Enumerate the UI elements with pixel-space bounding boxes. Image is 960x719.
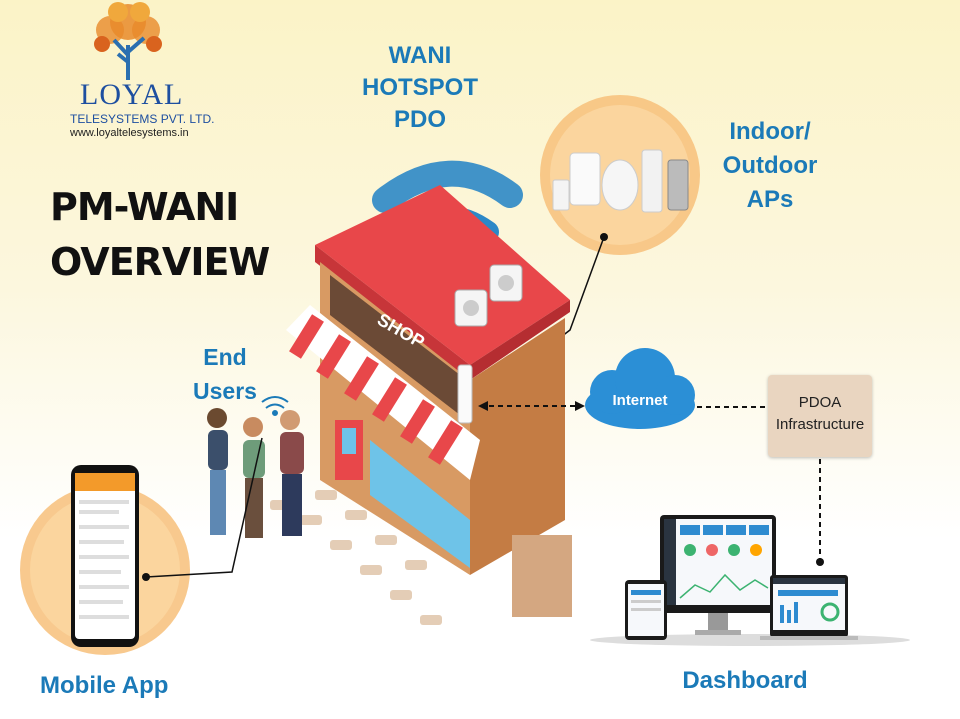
page-title-line-1: PM-WANI <box>50 185 239 229</box>
internet-label: Internet <box>612 392 668 409</box>
wani-hotspot-label: WANI HOTSPOT PDO <box>355 40 485 136</box>
brand-subtitle: TELESYSTEMS PVT. LTD. <box>70 112 215 126</box>
shop-roof <box>315 185 570 365</box>
pdoa-label-line: PDOA <box>798 394 842 411</box>
internet-cloud-icon <box>585 348 695 429</box>
access-point-devices-icon <box>552 149 689 213</box>
user-wifi-icon <box>261 396 289 416</box>
dashboard-devices-icon <box>590 515 910 646</box>
wani-hotspot-label-line: PDO <box>393 106 446 133</box>
end-users-group <box>207 408 304 538</box>
access-points-label-line: Outdoor APs <box>722 152 818 213</box>
shop-side-wall <box>470 318 565 575</box>
access-points-label-line: Indoor/ <box>729 118 811 145</box>
end-users-label-line: Users <box>193 378 257 404</box>
shop-window <box>370 440 470 568</box>
wani-hotspot-label-line: WANI <box>388 42 452 69</box>
end-users-label: End Users <box>190 340 260 408</box>
pdoa-label: PDOA Infrastructure <box>768 392 872 436</box>
shop-building <box>286 185 572 617</box>
access-points-label: Indoor/ Outdoor APs <box>700 115 840 217</box>
dashboard-label: Dashboard <box>682 667 808 694</box>
pdoa-box <box>768 375 872 457</box>
brand-url: www.loyaltelesystems.in <box>70 127 189 139</box>
brick-pillar <box>512 535 572 617</box>
roof-ap-units <box>454 264 523 327</box>
wani-hotspot-label-line: HOTSPOT <box>361 74 478 101</box>
connector-line-mobile <box>145 437 263 578</box>
brand-name: LOYAL <box>80 78 184 111</box>
pdoa-label-line: Infrastructure <box>775 416 865 433</box>
shop-access-point-icon <box>457 364 473 424</box>
mobile-app-label: Mobile App <box>40 672 169 699</box>
end-users-label-line: End <box>203 344 247 370</box>
logo-tree-icon <box>94 2 162 80</box>
page-title-line-2: OVERVIEW <box>50 240 270 284</box>
shop-sign-board <box>330 275 460 415</box>
